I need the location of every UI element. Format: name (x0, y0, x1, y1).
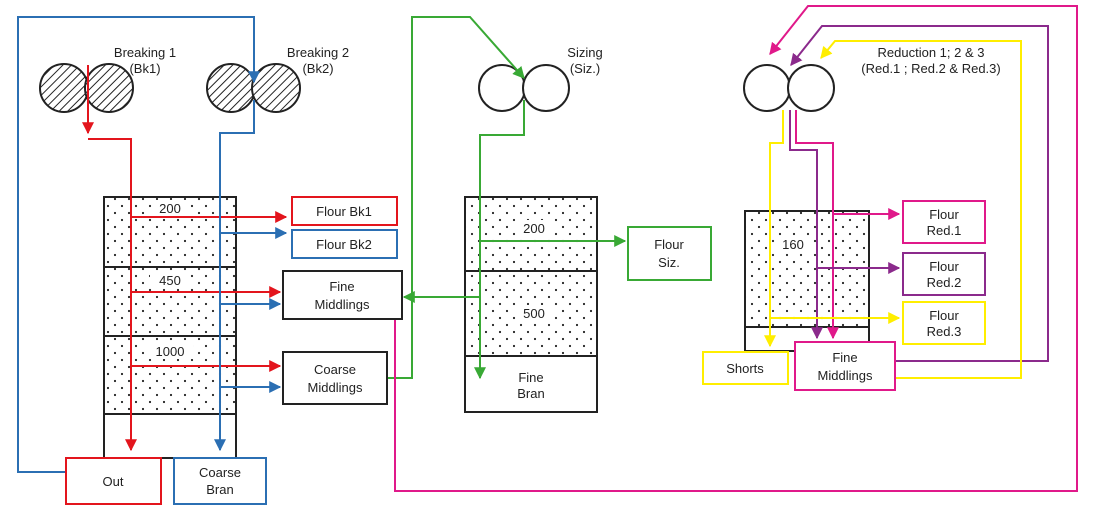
flow-reduction-1 (394, 5, 1078, 492)
label-red-name: Reduction 1; 2 & 3 (878, 45, 985, 60)
label-siz-code: (Siz.) (570, 61, 600, 76)
box-coarse-middlings: Coarse Middlings (282, 351, 388, 405)
rolls-breaking-1 (39, 63, 134, 113)
box-coarse-middlings-line2: Middlings (308, 380, 363, 395)
flow-breaking-1 (82, 65, 288, 452)
box-flour-siz-line1: Flour (654, 237, 684, 252)
box-fine-middlings-line2: Middlings (315, 297, 370, 312)
sieve-label: 1000 (156, 344, 185, 359)
box-coarse-bran-line1: Coarse (199, 465, 241, 480)
box-flour-red2-line2: Red.2 (927, 275, 962, 290)
box-fine-middlings-line1: Fine (329, 279, 354, 294)
box-flour-red2-line1: Flour (929, 259, 959, 274)
box-shorts-label: Shorts (726, 361, 764, 376)
label-siz-name: Sizing (567, 45, 602, 60)
box-flour-siz-line2: Siz. (658, 255, 680, 270)
rolls-breaking-2 (206, 63, 301, 113)
sieve-label: 200 (159, 201, 181, 216)
box-flour-bk2: Flour Bk2 (291, 229, 398, 259)
label-bk1-code: (Bk1) (129, 61, 160, 76)
label-bk1-name: Breaking 1 (114, 45, 176, 60)
sieve-label: 160 (782, 237, 804, 252)
box-red-fine-middlings: Fine Middlings (794, 341, 896, 391)
label-bk2-code: (Bk2) (302, 61, 333, 76)
box-flour-bk1-label: Flour Bk1 (316, 204, 372, 219)
box-shorts: Shorts (702, 351, 789, 385)
box-flour-red1-line1: Flour (929, 207, 959, 222)
label-bk2-name: Breaking 2 (287, 45, 349, 60)
rolls-reduction (743, 64, 835, 112)
box-flour-red1-line2: Red.1 (927, 223, 962, 238)
sieve-label: 200 (523, 221, 545, 236)
box-coarse-middlings-line1: Coarse (314, 362, 356, 377)
box-flour-red3-line1: Flour (929, 308, 959, 323)
box-out: Out (65, 457, 162, 505)
flow-reduction-2 (789, 25, 1049, 362)
box-flour-siz: Flour Siz. (627, 226, 712, 281)
box-coarse-bran-line2: Bran (206, 482, 233, 497)
box-flour-red1: Flour Red.1 (902, 200, 986, 244)
box-fine-bran-line1: Fine (518, 370, 543, 385)
box-flour-bk1: Flour Bk1 (291, 196, 398, 226)
box-out-label: Out (103, 474, 124, 489)
box-fine-bran: Fine Bran (517, 370, 544, 401)
box-coarse-bran: Coarse Bran (173, 457, 267, 505)
box-red-fine-middlings-line1: Fine (832, 350, 857, 365)
sifter-breaking (103, 196, 237, 459)
box-flour-red3-line2: Red.3 (927, 324, 962, 339)
sieve-label: 500 (523, 306, 545, 321)
sieve-label: 450 (159, 273, 181, 288)
flow-sizing (387, 16, 627, 380)
box-flour-bk2-label: Flour Bk2 (316, 237, 372, 252)
flow-breaking-2 (17, 16, 288, 473)
box-fine-bran-line2: Bran (517, 386, 544, 401)
label-red-code: (Red.1 ; Red.2 & Red.3) (861, 61, 1000, 76)
box-flour-red2: Flour Red.2 (902, 252, 986, 296)
flow-reduction-3 (764, 40, 1022, 379)
box-red-fine-middlings-line2: Middlings (818, 368, 873, 383)
box-fine-middlings: Fine Middlings (282, 270, 403, 320)
sifter-reduction (744, 210, 870, 352)
box-flour-red3: Flour Red.3 (902, 301, 986, 345)
